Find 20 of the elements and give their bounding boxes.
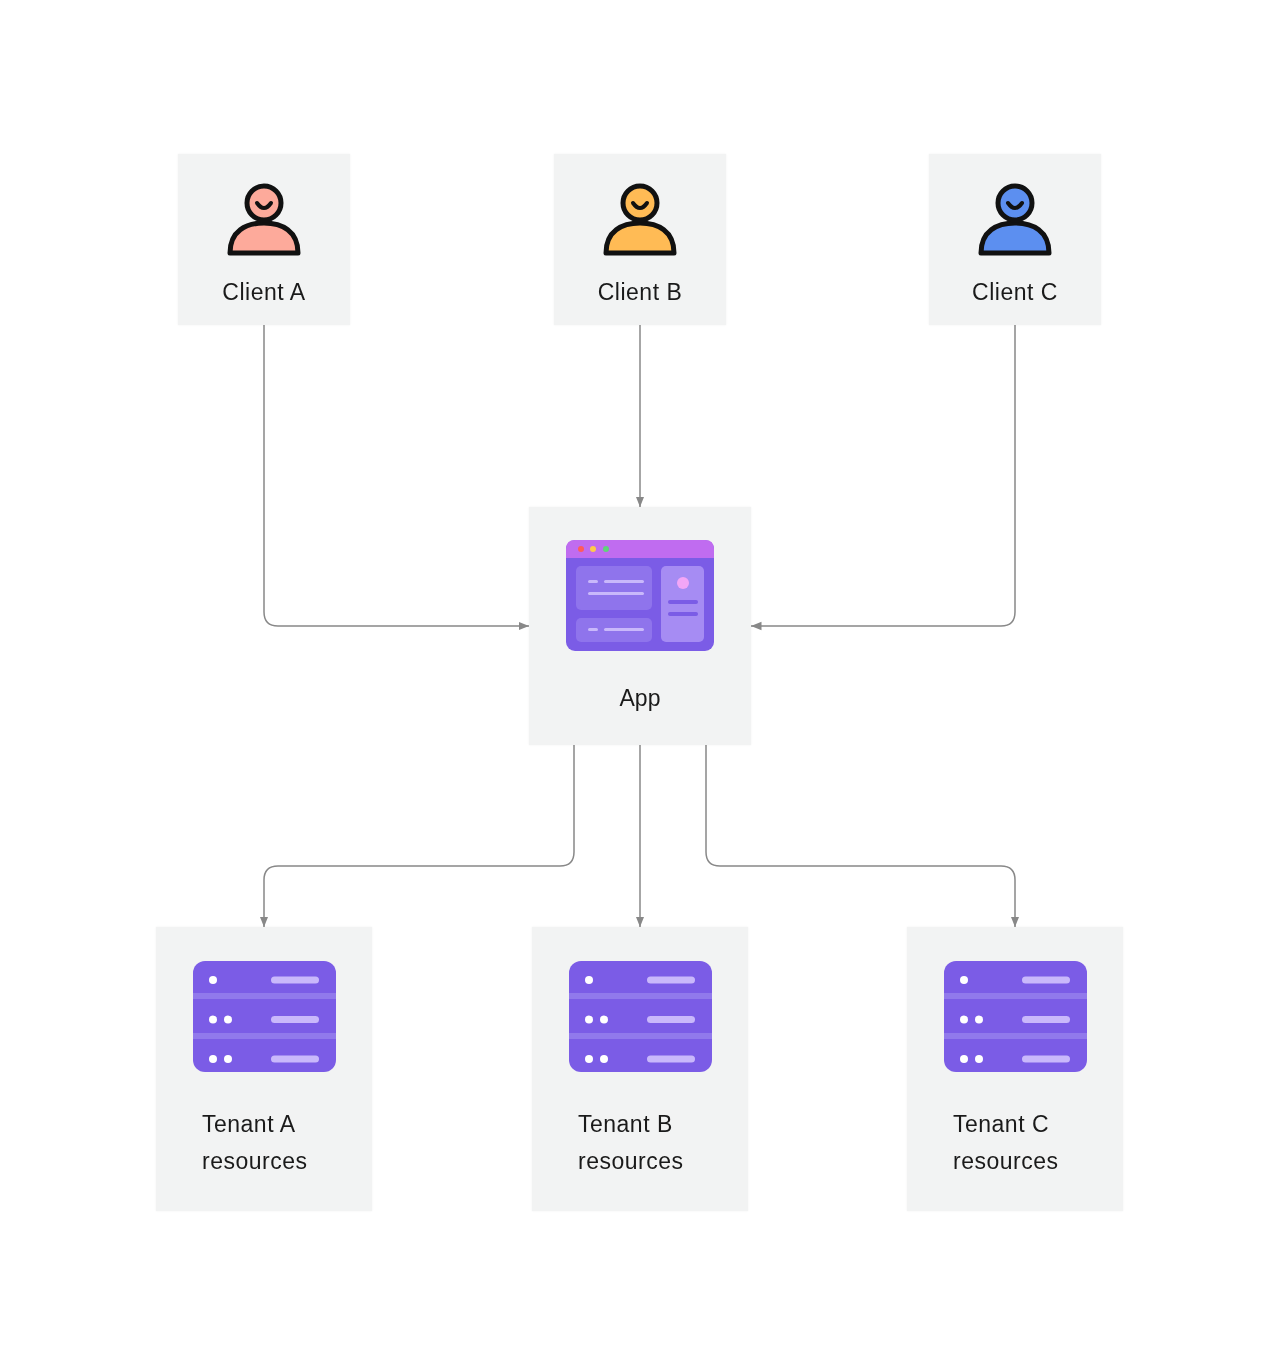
node-label: App — [619, 684, 661, 713]
tenant-card — [156, 927, 372, 1211]
node-label: Tenant A resources — [202, 1110, 309, 1176]
arrow — [635, 744, 645, 928]
client-card — [929, 154, 1101, 325]
tenant-card — [532, 927, 748, 1211]
arrow — [263, 324, 530, 631]
arrow — [705, 744, 1020, 928]
tenant-card — [907, 927, 1123, 1211]
arrow — [635, 324, 645, 508]
node-label: Tenant C resources — [953, 1110, 1060, 1176]
arrow — [259, 744, 575, 928]
node-label: Client A — [222, 278, 306, 307]
client-card — [554, 154, 726, 325]
client-card — [178, 154, 350, 325]
arrow — [750, 324, 1016, 631]
app-card — [529, 507, 751, 745]
node-label: Client C — [972, 278, 1058, 307]
node-label: Client B — [597, 278, 683, 307]
node-label: Tenant B resources — [578, 1110, 685, 1176]
